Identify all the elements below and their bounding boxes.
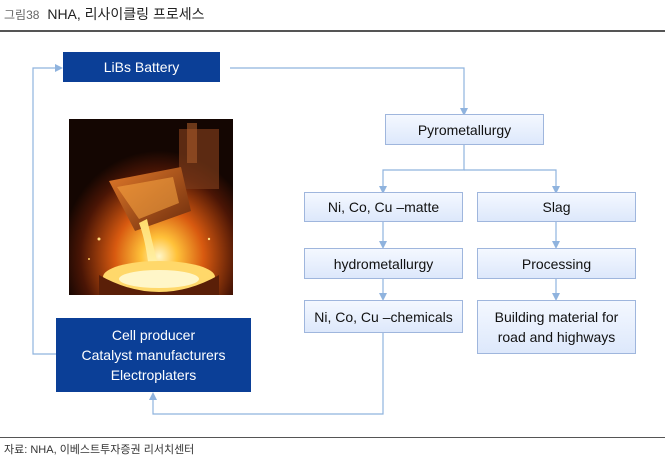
cell-producer-line-3: Electroplaters: [110, 367, 197, 383]
cell-producer-box: Cell producer Catalyst manufacturers Ele…: [56, 318, 251, 392]
molten-metal-photo: [69, 119, 233, 295]
chemicals-box: Ni, Co, Cu –chemicals: [304, 300, 463, 333]
building-material-line-2: road and highways: [497, 329, 616, 345]
libs-battery-label: LiBs Battery: [103, 59, 180, 75]
top-rule: [0, 30, 665, 32]
libs-battery-box: LiBs Battery: [63, 52, 220, 82]
cell-producer-line-1: Cell producer: [111, 327, 196, 343]
matte-box: Ni, Co, Cu –matte: [304, 192, 463, 222]
hydrometallurgy-label: hydrometallurgy: [333, 255, 434, 272]
slag-label: Slag: [542, 199, 571, 215]
bottom-rule: [0, 437, 665, 438]
hydrometallurgy-box: hydrometallurgy: [304, 248, 463, 279]
figure-number: 그림38: [4, 8, 40, 22]
pyrometallurgy-label: Pyrometallurgy: [417, 121, 512, 138]
figure-title: 그림38 NHA, 리사이클링 프로세스: [4, 4, 204, 24]
chemicals-label: Ni, Co, Cu –chemicals: [314, 308, 453, 325]
pyrometallurgy-box: Pyrometallurgy: [385, 114, 544, 145]
source-note: 자료: NHA, 이베스트투자증권 리서치센터: [4, 444, 195, 456]
processing-box: Processing: [477, 248, 636, 279]
arrow-pyro-to-matte: [379, 145, 465, 194]
figure-title-text: NHA, 리사이클링 프로세스: [47, 6, 205, 22]
arrow-cell-to-libs: [32, 64, 63, 355]
building-material-line-1: Building material for: [494, 309, 619, 325]
matte-label: Ni, Co, Cu –matte: [327, 199, 440, 215]
arrow-pyro-to-slag: [464, 169, 560, 194]
processing-label: Processing: [521, 255, 592, 272]
cell-producer-line-2: Catalyst manufacturers: [81, 347, 226, 363]
slag-box: Slag: [477, 192, 636, 222]
building-material-box: Building material for road and highways: [477, 300, 636, 354]
arrow-libs-to-pyro: [230, 67, 468, 116]
arrow-chemicals-to-cell: [149, 333, 384, 415]
